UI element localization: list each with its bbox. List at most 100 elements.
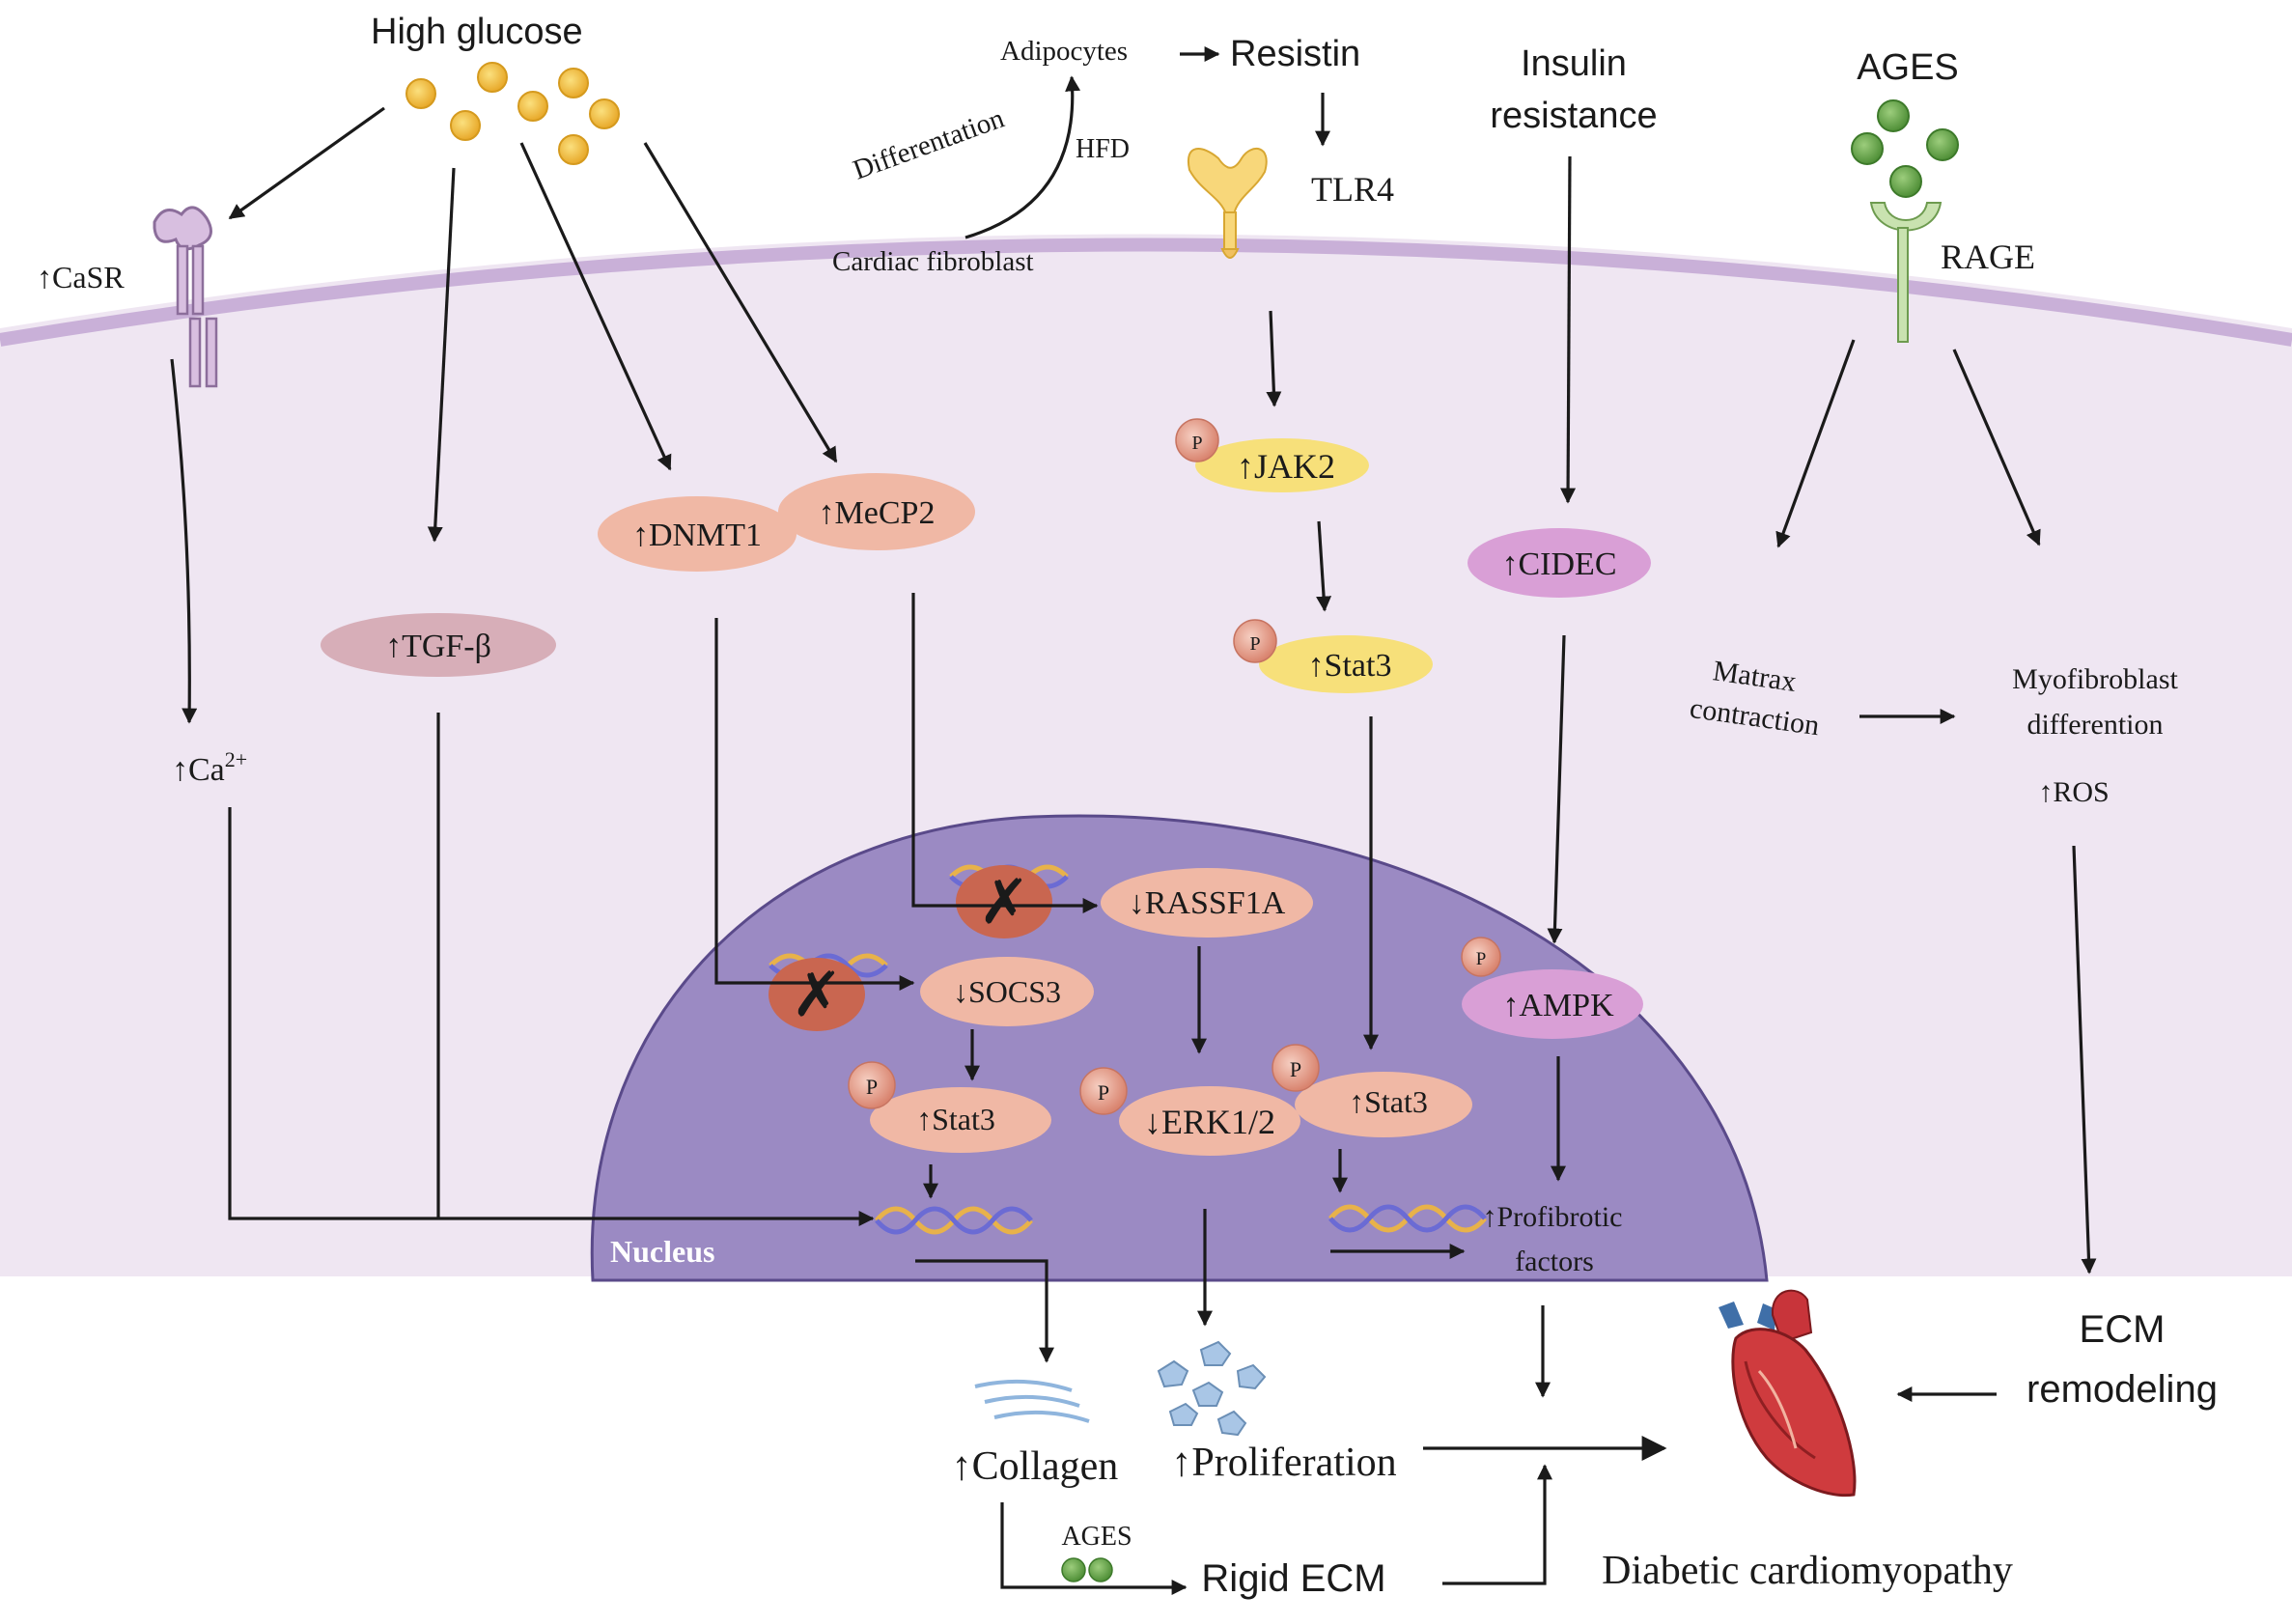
collagen-fibers-icon [974,1379,1090,1423]
block-x-icon: ✗ [791,960,843,1031]
proliferating-cells-icon [1157,1340,1267,1437]
adipocytes-label: Adipocytes [1000,36,1128,67]
arrow-calcium-to-dna [228,807,875,1226]
phospho-icon [1175,418,1219,462]
arrow-dna-to-collagen [915,1259,1054,1363]
cell [0,234,2292,1276]
arrow-jak2-to-stat3 [1316,520,1332,612]
block-icon [956,865,1052,938]
profibrotic-label-line2: factors [1515,1246,1594,1277]
cidec-label: ↑CIDEC [1502,546,1617,582]
pathway-arrows [170,46,2097,1595]
phospho-label: P [1191,433,1202,454]
tgf-beta-node: ↑TGF-β [321,613,556,677]
cidec-node: ↑CIDEC [1467,528,1651,598]
rage-label: RAGE [1941,238,2035,276]
phospho-label: P [1249,633,1260,655]
dna-dnmt1-block: ✗ [769,953,888,1031]
insulin-label-line1: Insulin [1521,43,1627,84]
cardiac-fibroblast-label: Cardiac fibroblast [832,246,1034,277]
casr-label: ↑CaSR [37,260,125,294]
ecm-remodeling-line2: remodeling [2026,1368,2218,1411]
arrow-mecp2-to-rassf1a [911,593,1099,913]
tlr4-receptor-icon [1187,148,1268,259]
phospho-icon [848,1061,896,1109]
erk-node: P ↓ERK1/2 [1079,1067,1300,1156]
mecp2-label: ↑MeCP2 [819,495,936,531]
rassf1a-label: ↓RASSF1A [1129,885,1286,921]
socs3-node: ↓SOCS3 [920,957,1094,1026]
dna-mecp2-block: ✗ [949,864,1069,938]
profibrotic-label-line1: ↑Profibrotic [1483,1201,1623,1233]
ampk-node: P ↑AMPK [1461,937,1643,1039]
nucleus: Nucleus [590,814,1769,1282]
nucleus-body [590,814,1769,1282]
stat3-left-label: ↑Stat3 [916,1102,995,1136]
rigid-ecm-label: Rigid ECM [1201,1557,1385,1600]
arrow-collagen-to-rigid-ecm [1000,1502,1188,1595]
glucose-molecules-icon [405,62,620,165]
ages-small-molecules-icon [1061,1557,1113,1582]
stat3-right-label: ↑Stat3 [1349,1084,1428,1119]
block-x-icon: ✗ [978,867,1030,938]
differentation-label: Differentation [849,102,1008,185]
cell-membrane [0,238,2292,347]
nucleus-label: Nucleus [610,1234,714,1269]
calcium-label: ↑Ca2+ [172,747,247,788]
arrow-glucose-to-casr [228,106,385,220]
phospho-label: P [866,1075,878,1099]
stat3-cytoplasm-node: P ↑Stat3 [1233,619,1433,693]
block-icon [769,958,865,1031]
socs3-label: ↓SOCS3 [953,974,1061,1009]
tgf-beta-label: ↑TGF-β [385,629,491,664]
phospho-icon [1272,1044,1320,1092]
phospho-label: P [1476,949,1487,969]
arrow-fibroblast-to-adipocytes [964,75,1081,239]
jak2-node: P ↑JAK2 [1175,418,1369,492]
stat3-right-node: P ↑Stat3 [1272,1044,1472,1137]
arrow-ros-to-ecm [2072,845,2097,1274]
jak2-label: ↑JAK2 [1237,447,1335,486]
arrow-insulin-to-cidec [1560,155,1577,504]
rage-receptor-icon [1869,202,1943,343]
phospho-icon [1461,937,1501,977]
dnmt1-label: ↑DNMT1 [632,518,762,553]
arrow-cidec-to-ampk [1547,634,1566,944]
dna-profibrotic-icon [1328,1204,1487,1233]
arrow-rage-to-matrax [1775,339,1856,548]
arrow-tlr4-to-jak2 [1266,310,1282,407]
myofibroblast-label-line2: differention [2026,709,2163,741]
arrow-glucose-to-dnmt1 [519,142,672,471]
arrow-rigid-ecm-to-dcm [1442,1464,1552,1585]
collagen-label: ↑Collagen [952,1444,1119,1489]
stat3-cytoplasm-label: ↑Stat3 [1308,648,1392,684]
ecm-remodeling-line1: ECM [2080,1308,2166,1351]
ages-small-label: AGES [1061,1522,1132,1552]
phospho-label: P [1098,1080,1109,1105]
erk-label: ↓ERK1/2 [1144,1103,1275,1141]
dna-collagen-icon [875,1206,1033,1235]
resistin-label: Resistin [1230,34,1360,74]
dnmt1-node: ↑DNMT1 [598,496,797,572]
ages-molecules-icon [1851,99,1959,198]
tlr4-label: TLR4 [1311,170,1394,209]
arrow-rage-to-myofibroblast [1952,349,2041,546]
high-glucose-label: High glucose [371,12,583,52]
mecp2-node: ↑MeCP2 [778,473,975,550]
myofibroblast-label-line1: Myofibroblast [2012,663,2178,695]
ros-label: ↑ROS [2038,776,2109,808]
heart-icon [1719,1289,1857,1498]
arrow-dnmt1-to-socs3 [714,618,915,991]
stat3-left-node: P ↑Stat3 [848,1061,1051,1153]
phospho-label: P [1290,1057,1301,1081]
phospho-icon [1079,1067,1128,1115]
ampk-label: ↑AMPK [1502,988,1614,1023]
high-glucose-group: High glucose [371,12,620,165]
arrow-glucose-to-mecp2 [643,142,838,463]
rassf1a-node: ↓RASSF1A [1101,868,1313,938]
cytoplasm-area [0,234,2292,1276]
proliferation-label: ↑Proliferation [1171,1441,1396,1485]
phospho-icon [1233,619,1277,663]
casr-receptor-icon [153,206,218,388]
